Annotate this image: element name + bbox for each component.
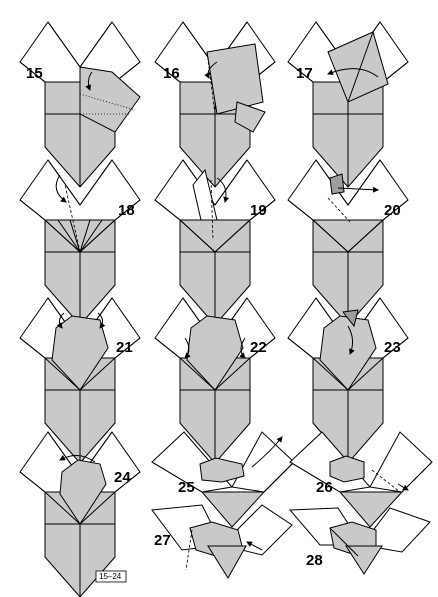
step-number: 21 (116, 339, 133, 356)
step-23-diagram: 23 (287, 297, 409, 464)
step-22-diagram: 22 (154, 297, 276, 464)
step-17-diagram: 17 (287, 21, 409, 188)
step-number: 20 (384, 202, 401, 219)
step-21-diagram: 21 (19, 297, 141, 464)
step-number: 28 (306, 552, 323, 569)
step-15-diagram: 15 (19, 21, 141, 188)
step-number: 25 (178, 479, 195, 496)
step-number: 18 (118, 202, 135, 219)
step-number: 24 (114, 469, 131, 486)
step-20-diagram: 20 (287, 159, 409, 326)
step-28-diagram: 28 (288, 507, 431, 575)
step-16-diagram: 16 (154, 21, 276, 188)
step-number: 23 (384, 339, 401, 356)
step-26-diagram: 26 (289, 431, 433, 528)
step-24-diagram: 24 15–24 (19, 431, 141, 597)
reference-label: 15–24 (99, 572, 122, 581)
step-number: 22 (250, 339, 267, 356)
step-18-diagram: 18 (19, 159, 141, 326)
reference-box (95, 570, 127, 583)
step-number: 26 (316, 479, 333, 496)
step-number: 16 (163, 65, 180, 82)
step-number: 19 (250, 202, 267, 219)
step-number: 17 (296, 65, 313, 82)
step-25-diagram: 25 (151, 431, 295, 528)
step-27-diagram: 27 (151, 504, 293, 579)
step-number: 27 (154, 532, 171, 549)
step-19-diagram: 19 (154, 159, 276, 326)
step-number: 15 (26, 65, 43, 82)
